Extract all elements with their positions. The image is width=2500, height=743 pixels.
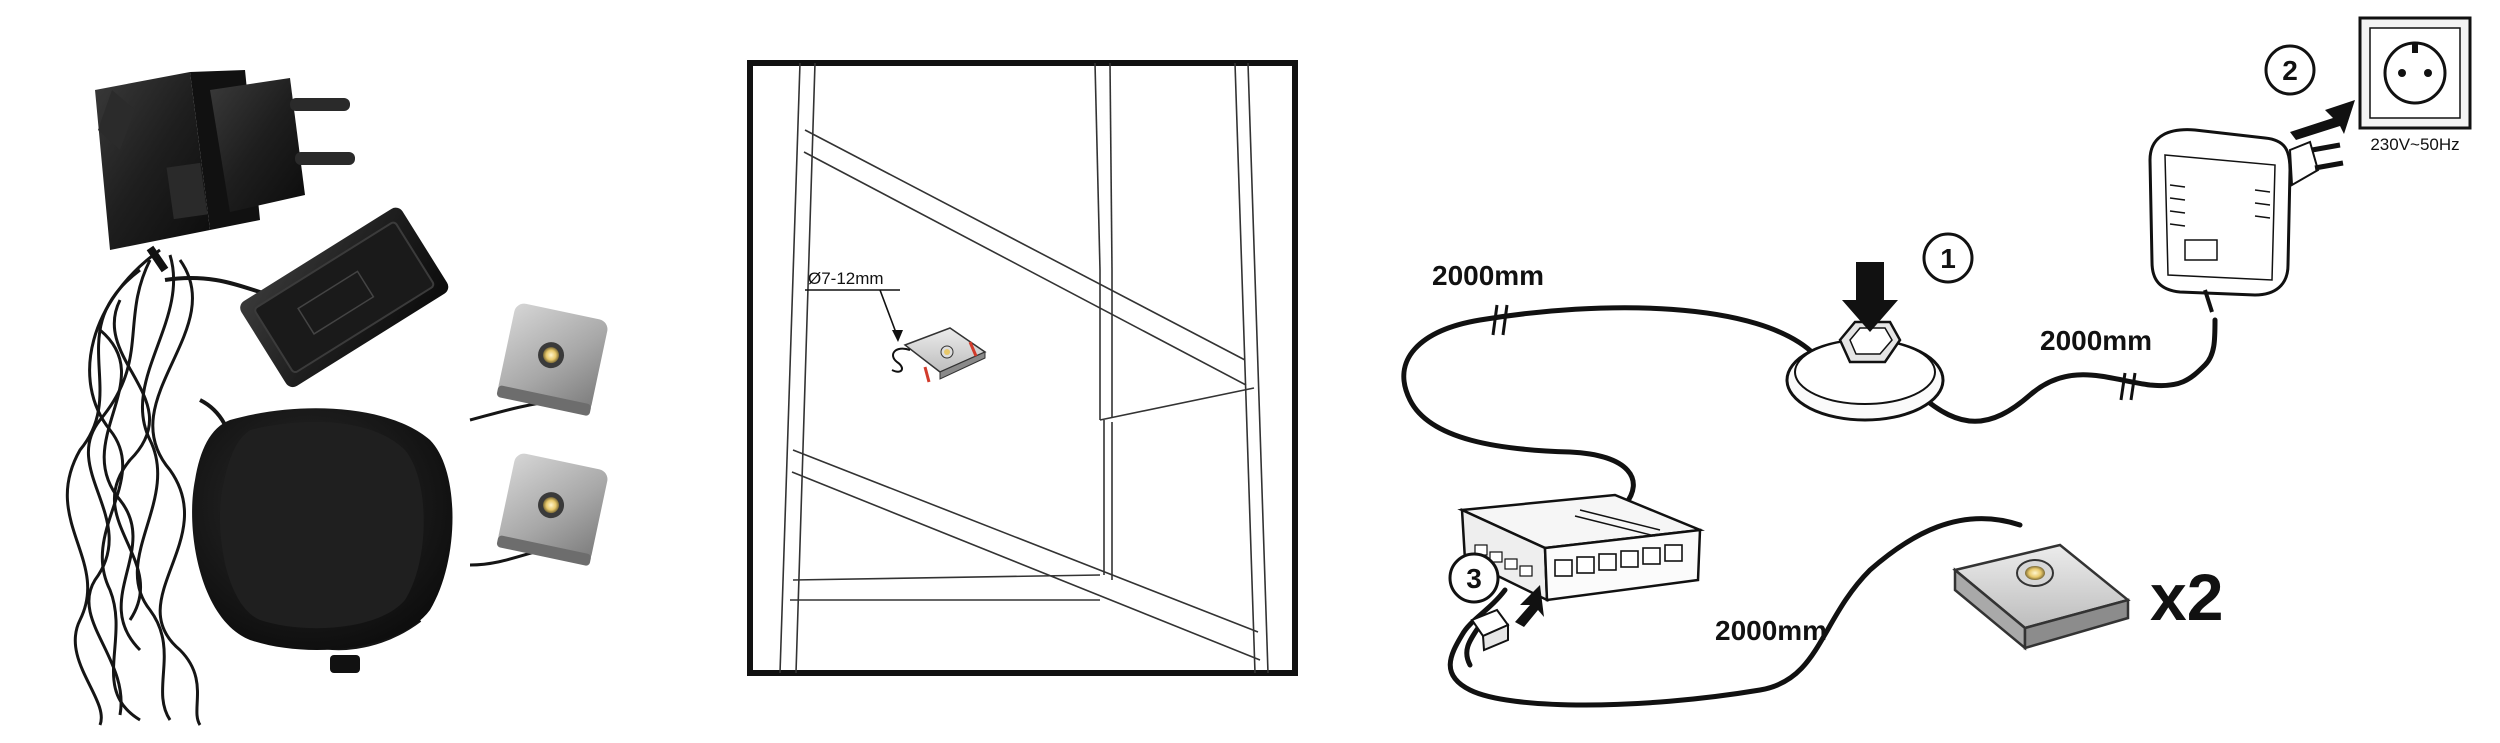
touch-switch-photo bbox=[192, 408, 453, 673]
step-2-number: 2 bbox=[2282, 55, 2298, 86]
wall-outlet: 230V~50Hz bbox=[2358, 16, 2472, 154]
led-spot-photo-1 bbox=[496, 303, 608, 416]
spot-quantity: x2 bbox=[2150, 560, 2223, 634]
mounted-spot bbox=[891, 327, 987, 383]
outlet-rating: 230V~50Hz bbox=[2370, 135, 2459, 154]
wiring-diagram: 2000mm 2000mm 2000mm 1 bbox=[1401, 16, 2472, 708]
step-1-badge: 1 bbox=[1922, 232, 1974, 284]
drill-dimension: Ø7-12mm bbox=[805, 269, 903, 342]
cable-length-bottom: 2000mm bbox=[1715, 615, 1827, 646]
cable-length-left: 2000mm bbox=[1432, 260, 1544, 291]
product-photo bbox=[65, 70, 608, 726]
step-2-badge: 2 bbox=[2264, 44, 2316, 96]
push-arrow-icon bbox=[1842, 262, 1898, 332]
touch-switch-diagram bbox=[1785, 262, 1945, 422]
plug-arrow-icon bbox=[2290, 100, 2355, 140]
power-adapter-photo bbox=[95, 70, 355, 273]
cable-breaks bbox=[1491, 304, 2137, 401]
cable-length-right: 2000mm bbox=[2040, 325, 2152, 356]
led-spot-diagram bbox=[1952, 543, 2131, 651]
distribution-box-photo bbox=[240, 207, 449, 388]
insert-arrow-icon bbox=[1515, 585, 1544, 627]
step-3-number: 3 bbox=[1466, 563, 1482, 594]
power-adapter-diagram bbox=[2148, 128, 2344, 313]
plug-connector bbox=[1470, 608, 1510, 652]
cabinet-lines bbox=[779, 62, 1269, 674]
step-3-badge: 3 bbox=[1448, 552, 1500, 604]
installation-panel: Ø7-12mm bbox=[747, 60, 1298, 676]
drill-label: Ø7-12mm bbox=[808, 269, 884, 288]
step-1-number: 1 bbox=[1940, 243, 1956, 274]
led-spot-photo-2 bbox=[496, 453, 608, 566]
distribution-box-diagram bbox=[1457, 493, 1705, 603]
